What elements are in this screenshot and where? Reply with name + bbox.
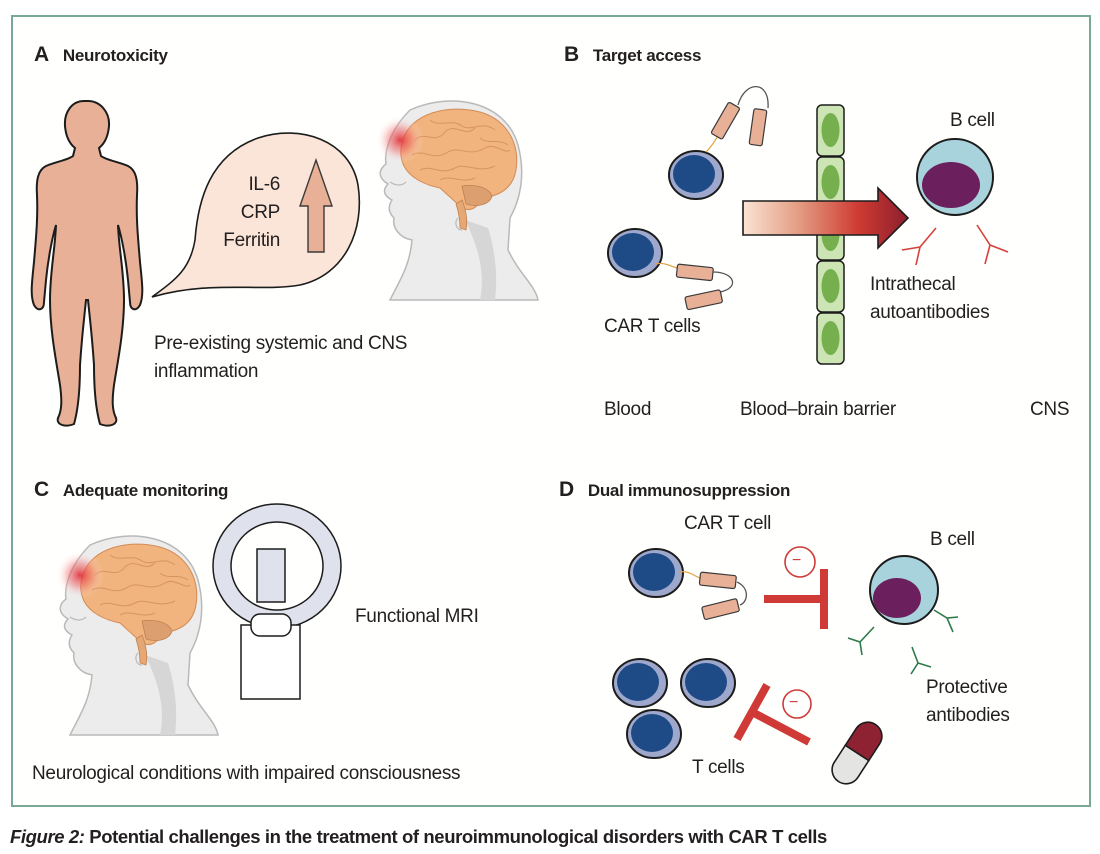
inhibit-symbol: −: [789, 694, 799, 711]
b-cell-label: B cell: [950, 110, 995, 131]
b-cell-icon: [916, 138, 994, 216]
car-t-cell-icon: [668, 86, 769, 200]
mri-label: Functional MRI: [355, 606, 479, 627]
panel-c-letter: C: [34, 478, 49, 501]
marker-ferritin: Ferritin: [223, 230, 280, 251]
migration-arrow-icon: [742, 186, 910, 250]
region-barrier-label: Blood–brain barrier: [740, 399, 896, 420]
speech-bubble-icon: [151, 132, 361, 298]
panel-c-title: C Adequate monitoring: [34, 479, 228, 502]
b-cell-icon: [869, 555, 939, 625]
caption-label: Figure 2:: [10, 826, 85, 847]
panel-d-title-text: Dual immunosuppression: [587, 481, 791, 500]
autoantibodies-label-line1: Intrathecal: [870, 274, 956, 295]
panel-b-letter: B: [564, 43, 579, 66]
panel-a-description-line1: Pre-existing systemic and CNS: [154, 333, 408, 354]
car-t-cell-icon: [628, 548, 748, 621]
head-brain-icon: [55, 535, 219, 736]
head-brain-icon: [375, 100, 539, 301]
protective-antibody-icon: [847, 609, 959, 675]
human-body-icon: [30, 100, 144, 427]
autoantibodies-label-line2: autoantibodies: [870, 302, 990, 323]
panel-d-title: D Dual immunosuppression: [559, 479, 790, 502]
autoantibody-icon: [901, 224, 1009, 266]
t-cells-label: T cells: [692, 757, 745, 778]
t-cells-icon: [612, 658, 736, 759]
caption-text: Potential challenges in the treatment of…: [84, 826, 827, 847]
figure-caption: Figure 2: Potential challenges in the tr…: [10, 826, 827, 848]
protective-antibodies-label-line1: Protective: [926, 677, 1008, 698]
mri-scanner-icon: [212, 503, 342, 700]
marker-crp: CRP: [240, 202, 281, 223]
panel-c-description: Neurological conditions with impaired co…: [32, 763, 461, 784]
inhibition-icon: [733, 683, 812, 746]
panel-a-title-text: Neurotoxicity: [62, 46, 168, 65]
inhibit-symbol: −: [792, 552, 802, 569]
car-t-cell-icon: [607, 228, 734, 311]
panel-d-letter: D: [559, 478, 574, 501]
car-t-cell-label: CAR T cell: [684, 513, 772, 534]
region-blood-label: Blood: [604, 399, 652, 420]
inhibition-icon: [764, 546, 828, 629]
panel-b-title-text: Target access: [592, 46, 702, 65]
figure-frame: [11, 15, 1091, 807]
up-arrow-icon: [299, 157, 333, 253]
panel-a-description-line2: inflammation: [154, 361, 259, 382]
protective-antibodies-label-line2: antibodies: [926, 705, 1010, 726]
panel-a-letter: A: [34, 43, 49, 66]
panel-a-title: A Neurotoxicity: [34, 44, 168, 67]
panel-b-title: B Target access: [564, 44, 701, 67]
panel-c-title-text: Adequate monitoring: [62, 481, 229, 500]
car-t-cells-label: CAR T cells: [604, 316, 701, 337]
region-cns-label: CNS: [1030, 399, 1070, 420]
marker-il6: IL-6: [248, 174, 280, 195]
d-b-cell-label: B cell: [930, 529, 975, 550]
pill-icon: [831, 721, 883, 785]
